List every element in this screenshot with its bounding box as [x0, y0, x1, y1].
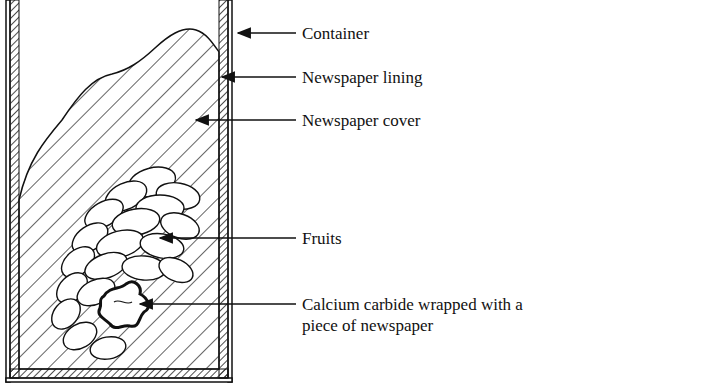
part-label: Newspaper cover: [302, 110, 420, 131]
part-label: Fruits: [302, 228, 342, 249]
part-label: Calcium carbide wrapped with a piece of …: [302, 294, 552, 336]
part-label: Container: [302, 23, 369, 44]
packet-fold: [114, 301, 132, 303]
fruits: [46, 162, 203, 362]
newspaper-lining: [10, 0, 228, 378]
part-label: Newspaper lining: [302, 67, 422, 88]
container: [6, 0, 232, 382]
leader-arrows: [140, 33, 296, 304]
newspaper-cover: [19, 29, 219, 369]
